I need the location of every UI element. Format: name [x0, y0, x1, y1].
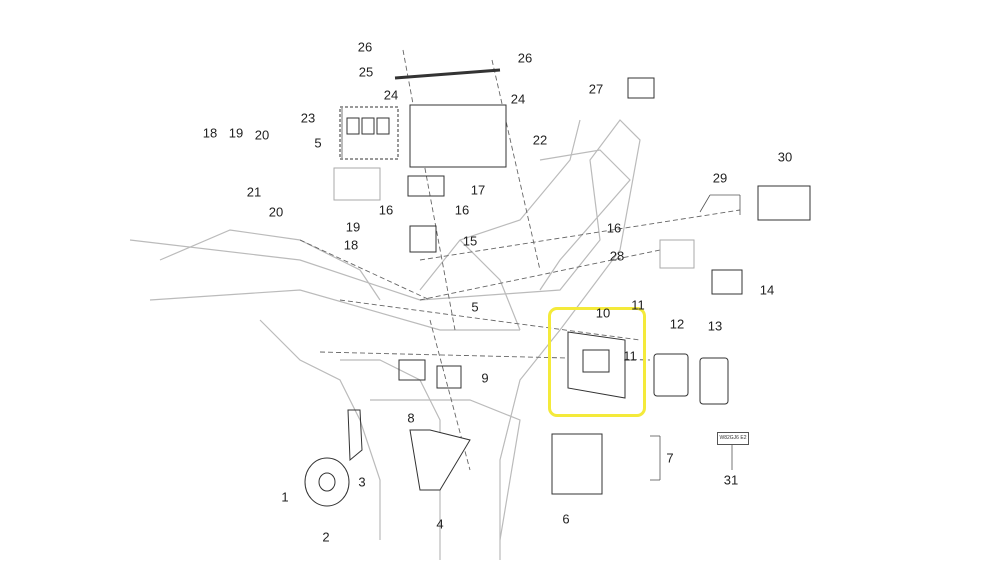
callout-number: 1 [281, 489, 289, 505]
callout-number: 27 [588, 81, 604, 97]
callout-number: 31 [723, 472, 739, 488]
callout-number: 5 [471, 299, 479, 315]
callout-number: 11 [631, 297, 645, 313]
callout-number: 3 [358, 474, 366, 490]
callout-number: 21 [246, 184, 262, 200]
callout-number: 22 [532, 132, 548, 148]
callout-number: 19 [345, 219, 361, 235]
callout-number: 16 [606, 220, 622, 236]
callout-number: 2 [322, 529, 330, 545]
callout-number: 12 [669, 316, 685, 332]
callout-number: 19 [228, 125, 244, 141]
callout-number: 7 [666, 450, 674, 466]
callout-number: 9 [481, 370, 489, 386]
callout-number: 20 [254, 127, 270, 143]
callout-number: 23 [300, 110, 316, 126]
callout-number: 5 [314, 135, 322, 151]
highlight-box [548, 307, 646, 417]
callout-number: 6 [562, 511, 570, 527]
callout-number: 18 [343, 237, 359, 253]
callout-number: 16 [454, 202, 470, 218]
callout-number: 25 [358, 64, 374, 80]
callout-number: 4 [436, 516, 444, 532]
callout-number: 20 [268, 204, 284, 220]
callout-number: 10 [595, 305, 611, 321]
callout-number: 26 [357, 39, 373, 55]
callout-number: 26 [517, 50, 533, 66]
callout-number: 13 [707, 318, 723, 334]
callout-number: 18 [202, 125, 218, 141]
callout-number: 14 [759, 282, 775, 298]
callout-number: 8 [407, 410, 415, 426]
callout-number: 17 [470, 182, 486, 198]
callout-number: 16 [378, 202, 394, 218]
callout-number: 15 [462, 233, 478, 249]
callout-number: 24 [383, 87, 399, 103]
callout-number: 11 [623, 348, 637, 364]
callout-number: 28 [609, 248, 625, 264]
label-tag: W82GJ6 E2 [717, 432, 749, 445]
callout-number: 24 [510, 91, 526, 107]
callout-number: 30 [777, 149, 793, 165]
callout-number: 29 [712, 170, 728, 186]
